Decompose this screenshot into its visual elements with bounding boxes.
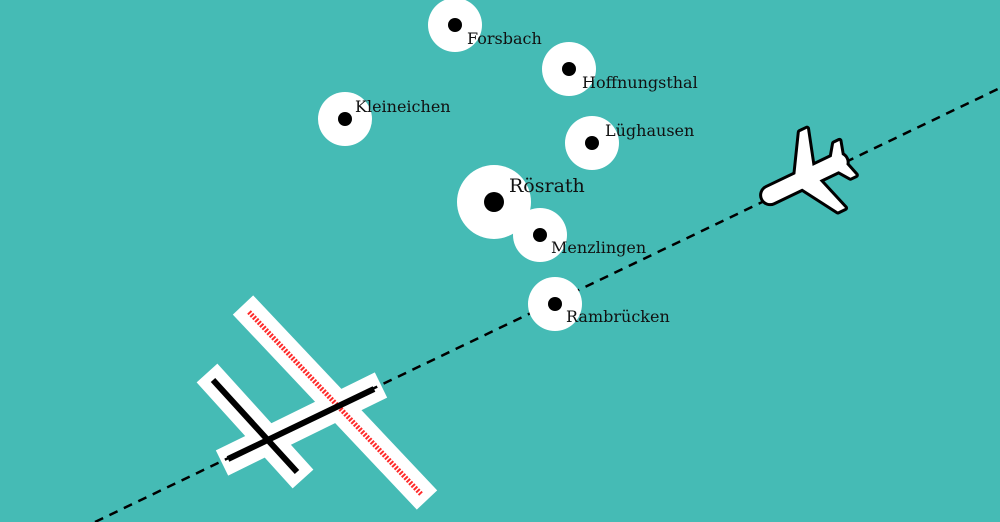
town-kleineichen[interactable]: Kleineichen (318, 92, 451, 146)
runway-1 (210, 377, 300, 475)
town-dot (562, 62, 576, 76)
town-rambruecken[interactable]: Rambrücken (528, 277, 670, 331)
town-label: Lüghausen (605, 121, 694, 140)
town-label: Kleineichen (355, 97, 451, 116)
town-forsbach[interactable]: Forsbach (428, 0, 542, 52)
town-label: Hoffnungsthal (582, 73, 698, 92)
town-label: Rösrath (509, 175, 585, 197)
town-label: Forsbach (467, 29, 542, 48)
town-label: Rambrücken (566, 307, 670, 326)
town-dot (448, 18, 462, 32)
runways (210, 310, 423, 496)
town-menzlingen[interactable]: Menzlingen (513, 208, 646, 262)
town-dot (548, 297, 562, 311)
runway-2 (226, 386, 376, 462)
town-lueghausen[interactable]: Lüghausen (565, 116, 694, 170)
town-dot (585, 136, 599, 150)
airplane-icon[interactable] (744, 118, 867, 238)
town-dot (338, 112, 352, 126)
town-dot (484, 192, 504, 212)
town-roesrath[interactable]: Rösrath (457, 165, 585, 239)
town-dot (533, 228, 547, 242)
town-hoffnungsthal[interactable]: Hoffnungsthal (542, 42, 698, 96)
town-label: Menzlingen (551, 238, 646, 257)
